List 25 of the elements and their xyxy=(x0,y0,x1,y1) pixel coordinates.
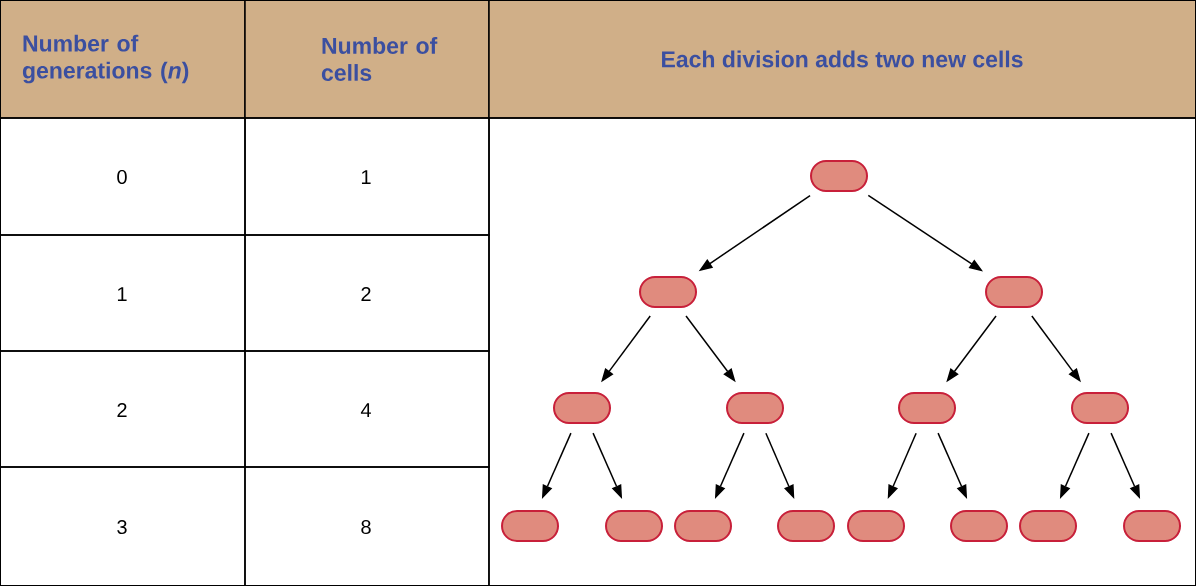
header-cell: Number of generations (n) xyxy=(0,0,246,119)
cell-shape xyxy=(985,276,1043,308)
cell-shape xyxy=(605,510,663,542)
cell-shape xyxy=(553,392,611,424)
cell-shape xyxy=(847,510,905,542)
header-cell: Number of cells xyxy=(244,0,490,119)
table-cell: 1 xyxy=(244,117,490,236)
cell-shape xyxy=(777,510,835,542)
table-cell: 3 xyxy=(0,466,246,586)
cell-shape xyxy=(726,392,784,424)
table-cell: 2 xyxy=(244,234,490,352)
cell-shape xyxy=(639,276,697,308)
table-cell: 2 xyxy=(0,350,246,468)
cell-shape xyxy=(1071,392,1129,424)
cell-shape xyxy=(810,160,868,192)
cell-shape xyxy=(674,510,732,542)
cell-shape xyxy=(1019,510,1077,542)
table-cell: 4 xyxy=(244,350,490,468)
cell-shape xyxy=(501,510,559,542)
cell-shape xyxy=(950,510,1008,542)
cell-shape xyxy=(898,392,956,424)
table-cell: 0 xyxy=(0,117,246,236)
table-cell: 8 xyxy=(244,466,490,586)
cell-shape xyxy=(1123,510,1181,542)
table-cell: 1 xyxy=(0,234,246,352)
